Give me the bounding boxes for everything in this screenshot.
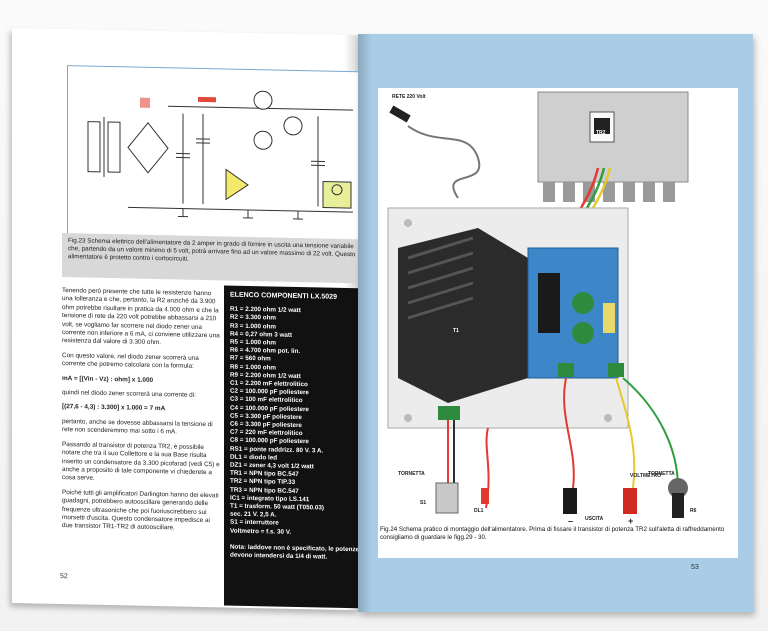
schematic-figure [67, 65, 359, 244]
fig23-caption: Fig.23 Schema elettrico dell'alimentator… [62, 233, 362, 284]
label-minus: – [568, 516, 574, 526]
paragraph: Tenendo però presente che tutte le resis… [62, 287, 220, 347]
label-dl1: DL1 [474, 508, 484, 514]
component-list-title: ELENCO COMPONENTI LX.5029 [230, 291, 337, 301]
paragraph: pertanto, anche se dovesse abbassarsi la… [62, 417, 213, 436]
label-tr2: TR2 [596, 130, 606, 136]
article-body: Tenendo però presente che tutte le resis… [62, 287, 220, 540]
paragraph: Con questo valore, nel diodo zener scorr… [62, 351, 199, 371]
label-uscita: USCITA [585, 516, 604, 522]
component-row: Voltmetro = f.s. 30 V. [230, 527, 292, 536]
left-page: Fig.23 Schema elettrico dell'alimentator… [12, 28, 366, 611]
page-number-left: 52 [60, 573, 68, 581]
label-t1: T1 [453, 328, 459, 334]
label-r6: R6 [690, 508, 697, 514]
assembly-photo: RETE 220 Volt T1 TR2 S1 DL1 USCITA – + V… [378, 88, 738, 558]
assembly-drawing [387, 91, 689, 518]
schematic-drawing [87, 90, 353, 220]
paragraph: Poiché tutti gli amplificatori Darlingto… [62, 488, 219, 532]
label-plus: + [628, 516, 634, 526]
component-list-box: ELENCO COMPONENTI LX.5029 R1 = 2.200 ohm… [224, 285, 366, 609]
paragraph: quindi nel diodo zener scorrerà una corr… [62, 389, 196, 399]
page-number-right: 53 [691, 564, 699, 571]
label-tornetta-left: TORNETTA [398, 471, 425, 477]
paragraph: Passando al transistor di potenza TR2, è… [62, 440, 220, 483]
right-page: RETE 220 Volt T1 TR2 S1 DL1 USCITA – + V… [358, 34, 753, 612]
fig24-caption: Fig.24 Schema pratico di montaggio dell'… [380, 526, 725, 541]
formula: [(27,6 - 4,3) : 3.300] x 1.000 = 7 mA [62, 403, 166, 413]
label-tornetta-right: TORNETTA [648, 471, 675, 477]
label-s1: S1 [420, 500, 427, 506]
label-voltmetro: VOLTMETRO [630, 473, 662, 479]
right-page-gutter-shadow [358, 34, 372, 612]
component-list-note: Nota: laddove non è specificato, le pote… [230, 543, 360, 561]
label-rete: RETE 220 Volt [392, 94, 426, 100]
formula: mA = [(Vin - Vz) : ohm] x 1.000 [62, 374, 154, 384]
